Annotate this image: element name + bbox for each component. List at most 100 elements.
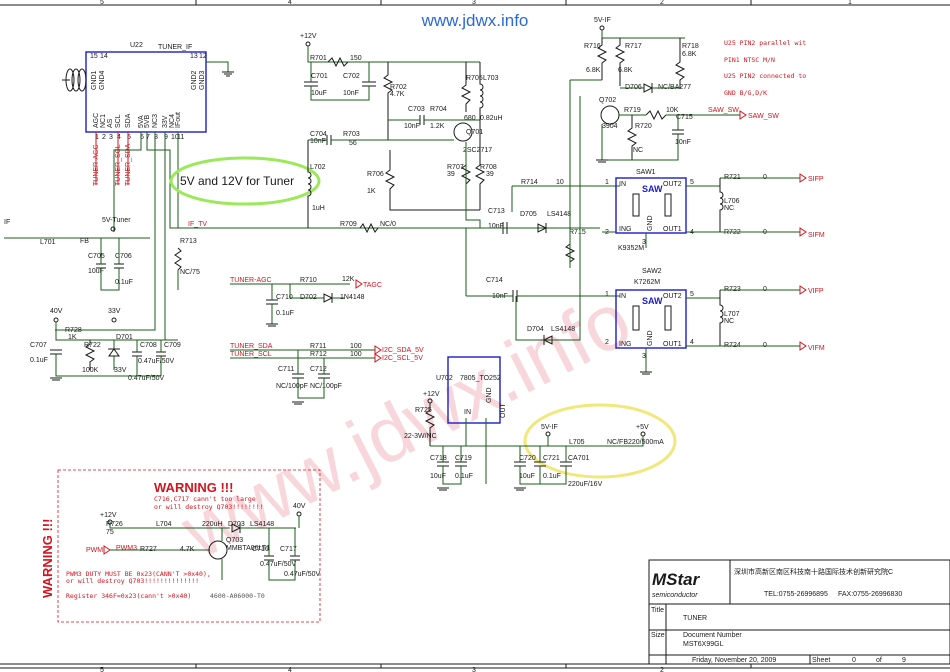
border-col-3: 3 [472, 0, 476, 6]
c705-value: 10uF [88, 268, 104, 275]
supply-33v: 40V 33V R728 1K R722 100K C707 0.1uF D70… [30, 308, 181, 382]
l707-ref: L707 [724, 311, 740, 318]
company-tel: TEL:0755-26996895 [764, 591, 828, 598]
c710-ref: C710 [276, 294, 293, 301]
tuner-pin-label: AGC [93, 113, 100, 128]
tuner-pin-number: 3 [109, 134, 113, 141]
note-line-1: U25 PIN2 parallel wit [724, 39, 806, 47]
sheet-total: 9 [902, 657, 906, 664]
diode-d705-icon [537, 223, 548, 233]
c719-value: 0.1uF [455, 473, 473, 480]
r717-ref: R717 [625, 43, 642, 50]
u702-out: OUT [500, 403, 507, 419]
company-address: 深圳市高新区南区科技南十路国际技术创新研究院C [734, 567, 893, 576]
r712-value: 100 [350, 351, 362, 358]
net-tuner-sda-2: TUNER_SDA [230, 343, 273, 350]
c710-value: 0.1uF [276, 310, 294, 317]
net-tuner-scl-2: TUNER_SCL [230, 351, 272, 358]
u702-gnd: GND [486, 387, 493, 403]
c713-value: 10nF [488, 223, 504, 230]
saw2-out2: OUT2 [663, 293, 682, 300]
c721-value: 0.1uF [543, 473, 561, 480]
c716-value: 0.47uF/50V [260, 561, 297, 568]
pwr-5v-tuner: 5V-Tuner [102, 217, 131, 224]
supply-5v-if: 5V-IF +5V L705 NC/FB220/500mA C720 10uF … [514, 424, 664, 491]
l702-ref: L702 [310, 164, 326, 171]
title-value: TUNER [683, 615, 707, 622]
tuner-pin-label: 33V [162, 115, 169, 128]
q701-value: 2SC2717 [463, 147, 492, 154]
c709-ref: C709 [164, 342, 181, 349]
c717-value: 0.47uF/50V [284, 571, 321, 578]
tuner-pin-number: 7 [146, 134, 150, 141]
tuner-pin-label: SDA [125, 113, 132, 128]
net-tuner-agc-2: TUNER-AGC [230, 277, 272, 284]
border-col-5-bottom: 5 [100, 667, 104, 672]
tuner-u22: U22 TUNER_IF 15 14 13 12 GND1 GND4 GND2 … [62, 42, 234, 141]
saw2-pin4: 4 [690, 339, 694, 346]
saw1: SAW1 IN ING GND OUT2 OUT1 SAW 1 2 3 5 4 … [602, 169, 720, 252]
warning-title: WARNING !!! [154, 480, 233, 495]
l705-ref: L705 [569, 439, 585, 446]
net-sifp: SIFP [808, 176, 824, 183]
pwr-5v-if: 5V-IF [594, 17, 611, 24]
border-col-4: 4 [288, 0, 292, 6]
r727-ref: R727 [140, 546, 157, 553]
tuner-pin-number: 11 [177, 134, 184, 141]
saw2-in: IN [619, 293, 626, 300]
c711-value: NC/100pF [276, 383, 308, 390]
tuner-pin-label: NC3 [152, 114, 159, 128]
r727-value: 4.7K [180, 546, 195, 553]
title-block: MStar semiconductor 深圳市高新区南区科技南十路国际技术创新研… [648, 559, 950, 665]
net-if-tv: IF_TV [188, 221, 207, 228]
d701-value: 33V [114, 367, 127, 374]
transistor-q701-icon [453, 122, 473, 142]
tuner-pin-number: 8 [154, 134, 158, 141]
drawing-date: Friday, November 20, 2009 [692, 657, 776, 664]
warning-side-label: WARNING !!! [40, 519, 55, 598]
sheet-of-label: of [876, 657, 882, 664]
pwr-12v-pwm: +12V [100, 512, 117, 519]
tuner-pin-labels: AGC1NC12AS3SCL4SDA55VA65VB7NC3833V9NC410… [93, 112, 184, 141]
c707-value: 0.1uF [30, 357, 48, 364]
l704-value: 220uH [202, 521, 223, 528]
c703-ref: C703 [408, 106, 425, 113]
warning-note-2: or will destroy Q703!!!!!!!!!!!!!! [66, 577, 199, 585]
r713-ref: R713 [180, 238, 197, 245]
saw2-value: K7262M [634, 279, 660, 286]
r704-ref: R704 [430, 106, 447, 113]
net-i2c-scl: I2C_SCL_5V [382, 355, 423, 362]
c704-ref: C704 [310, 131, 327, 138]
pwm-port-icon [103, 545, 111, 555]
pwr-40v: 40V [50, 308, 63, 315]
q701-ref: Q701 [466, 129, 483, 136]
u25-note: U25 PIN2 parallel wit PIN1 NTSC M/N U25 … [724, 39, 806, 97]
tuner-pin-number: 6 [140, 134, 144, 141]
r702-ref: R702 [390, 84, 407, 91]
r713: R713 NC/75 [174, 238, 200, 290]
c718-ref: C718 [430, 455, 447, 462]
d702-value: 1N4148 [340, 294, 365, 301]
l701-ref: L701 [40, 239, 56, 246]
r718-ref: R718 [682, 43, 699, 50]
tuner-name: TUNER_IF [158, 44, 192, 51]
tuner-pin-12: 12 [199, 53, 207, 60]
r722b-value: 100K [82, 367, 99, 374]
d705-ref: D705 [520, 211, 537, 218]
tuner-power-annotation: 5V and 12V for Tuner [180, 174, 294, 188]
l703-ref: L703 [483, 75, 499, 82]
net-sifm: SIFM [808, 232, 825, 239]
q703-ref: Q703 [226, 537, 243, 544]
tuner-pin-number: 1 [95, 134, 99, 141]
mstar-logo-sub: semiconductor [652, 592, 698, 599]
saw2: SAW2 K7262M IN ING GND OUT2 OUT1 SAW 1 2… [605, 268, 720, 375]
saw2-pin2: 2 [605, 339, 609, 346]
c701-ref: C701 [311, 73, 328, 80]
l705-value: NC/FB220/500mA [607, 439, 664, 446]
tuner-pin-label: AS [107, 118, 114, 128]
r704-value: 1.2K [430, 123, 445, 130]
tuner-pin-label: 5VB [144, 114, 151, 128]
l707-value: NC [724, 318, 734, 325]
warning-line-1: C716,C717 cann't too large [154, 495, 256, 503]
